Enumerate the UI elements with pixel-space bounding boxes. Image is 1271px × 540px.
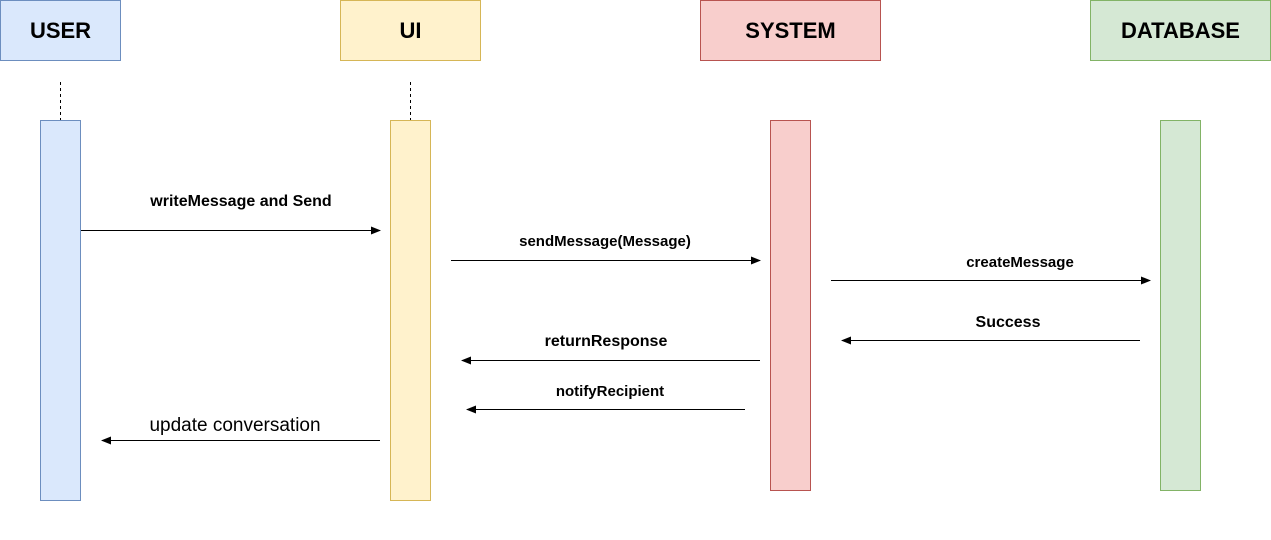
message-label-write-message: writeMessage and Send <box>150 193 332 210</box>
actor-system-label: SYSTEM <box>745 17 836 43</box>
system-activation-bar <box>770 120 811 491</box>
ui-activation-bar <box>390 120 431 501</box>
actor-ui-box: UI <box>340 0 481 61</box>
message-label-send-message: sendMessage(Message) <box>519 233 691 250</box>
user-activation-bar <box>40 120 81 501</box>
message-label-return-response: returnResponse <box>544 333 668 350</box>
actor-database-label: DATABASE <box>1121 17 1240 43</box>
actor-ui-label: UI <box>399 17 422 43</box>
actor-database-box: DATABASE <box>1090 0 1271 61</box>
message-label-update-conversation: update conversation <box>149 415 321 436</box>
actor-user-label: USER <box>29 17 92 43</box>
actor-system-box: SYSTEM <box>700 0 881 61</box>
actor-user-box: USER <box>0 0 121 61</box>
message-label-success: Success <box>975 314 1041 331</box>
message-label-notify-recipient: notifyRecipient <box>555 383 665 400</box>
message-label-create-message: createMessage <box>966 254 1074 271</box>
database-activation-bar <box>1160 120 1201 491</box>
